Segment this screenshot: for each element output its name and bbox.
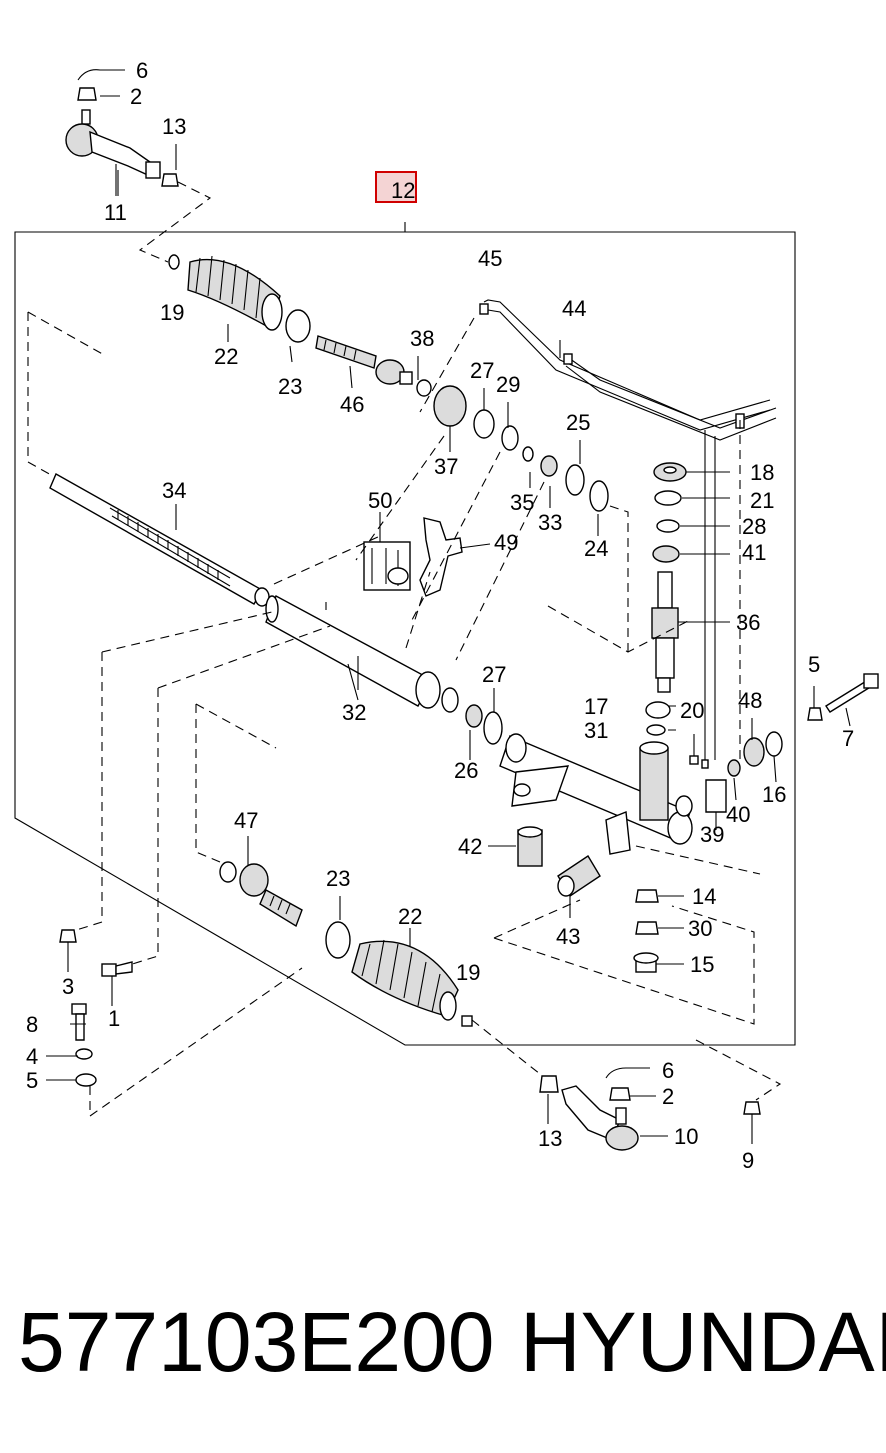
callout: 5 xyxy=(808,652,820,677)
rack-housing xyxy=(101,517,491,709)
callout: 26 xyxy=(454,758,478,783)
callout: 39 xyxy=(700,822,724,847)
callout: 38 xyxy=(410,326,434,351)
callout: 45 xyxy=(478,246,502,271)
callout: 34 xyxy=(162,478,186,503)
callout: 11 xyxy=(104,200,127,225)
callout: 9 xyxy=(742,1148,754,1173)
callout: 44 xyxy=(562,296,586,321)
highlight-box xyxy=(375,171,417,203)
callout: 36 xyxy=(736,610,760,635)
part-number: 577103E200 xyxy=(18,1295,495,1389)
callout: 7 xyxy=(842,726,854,751)
callout: 21 xyxy=(750,488,774,513)
callout: 27 xyxy=(470,358,494,383)
callout: 22 xyxy=(214,344,238,369)
callout: 28 xyxy=(742,514,766,539)
callout: 47 xyxy=(234,808,258,833)
pinion-stack xyxy=(547,462,691,693)
leader-lines xyxy=(46,95,851,1144)
callout: 22 xyxy=(398,904,422,929)
callout: 19 xyxy=(456,960,480,985)
callout: 23 xyxy=(326,866,350,891)
callout: 16 xyxy=(762,782,786,807)
connector-lines-upper xyxy=(355,317,545,661)
upper-boot-group xyxy=(168,254,519,451)
callout: 49 xyxy=(494,530,518,555)
callout: 48 xyxy=(738,688,762,713)
callout: 24 xyxy=(584,536,608,561)
callout: 30 xyxy=(688,916,712,941)
callout: 8 xyxy=(26,1012,38,1037)
callout: 46 xyxy=(340,392,364,417)
callout: 31 xyxy=(584,718,608,743)
callout: 29 xyxy=(496,372,520,397)
fluid-lines xyxy=(479,299,777,760)
callout: 19 xyxy=(160,300,184,325)
callout: 13 xyxy=(538,1126,562,1151)
callout: 6 xyxy=(136,58,148,83)
callout: 37 xyxy=(434,454,458,479)
bushings-and-nuts xyxy=(493,826,755,1025)
callout: 2 xyxy=(662,1084,674,1109)
side-bolt xyxy=(807,673,879,721)
callout: 32 xyxy=(342,700,366,725)
tie-rod-end-upper xyxy=(65,69,212,263)
callout: 42 xyxy=(458,834,482,859)
callout: 33 xyxy=(538,510,562,535)
tie-rod-end-lower xyxy=(471,1019,782,1151)
callout: 4 xyxy=(26,1044,38,1069)
lower-inner-rod xyxy=(195,703,303,928)
callout: 50 xyxy=(368,488,392,513)
callout-labels: 12 6 2 13 11 19 22 23 46 38 37 27 29 45 … xyxy=(26,58,854,1173)
callout: 1 xyxy=(108,1006,120,1031)
callout: 3 xyxy=(62,974,74,999)
callout: 43 xyxy=(556,924,580,949)
callout-12: 12 xyxy=(391,178,415,203)
gear-housing xyxy=(499,701,783,875)
callout: 27 xyxy=(482,662,506,687)
callout: 41 xyxy=(742,540,766,565)
callout: 10 xyxy=(674,1124,698,1149)
callout: 15 xyxy=(690,952,714,977)
callout: 23 xyxy=(278,374,302,399)
lower-left-fasteners xyxy=(59,652,303,1118)
callout: 2 xyxy=(130,84,142,109)
callout: 6 xyxy=(662,1058,674,1083)
callout: 40 xyxy=(726,802,750,827)
lower-boot-group xyxy=(325,896,473,1027)
callout: 14 xyxy=(692,884,716,909)
assembly-outline xyxy=(14,222,796,1046)
brand-name: HYUNDAI xyxy=(520,1295,886,1389)
callout: 35 xyxy=(510,490,534,515)
callout: 20 xyxy=(680,698,704,723)
callout: 25 xyxy=(566,410,590,435)
rack-bar xyxy=(27,311,270,607)
callout: 18 xyxy=(750,460,774,485)
seal-stack-upper xyxy=(522,446,629,652)
callout: 17 xyxy=(584,694,608,719)
seal-stack-middle xyxy=(441,687,503,745)
callout: 13 xyxy=(162,114,186,139)
callout: 5 xyxy=(26,1068,38,1093)
